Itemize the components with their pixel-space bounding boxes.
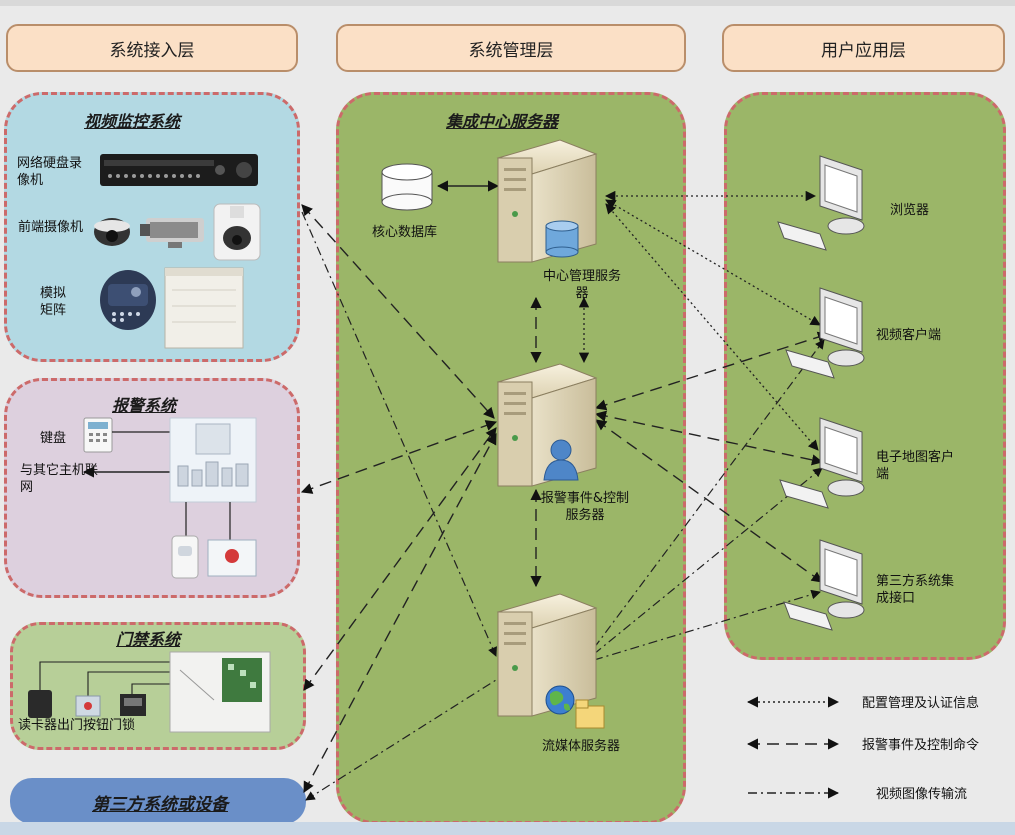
media-server-icon — [496, 593, 598, 717]
panic-button-icon — [207, 539, 257, 577]
door-lock-icon — [120, 694, 146, 716]
media-server-label: 流媒体服务器 — [541, 739, 620, 754]
exit-button-icon — [75, 695, 101, 717]
header-application-layer: 用户应用层 — [722, 24, 1005, 72]
map-client-label: 电子地图客户端 — [876, 450, 955, 482]
matrix-chassis-icon — [164, 267, 244, 349]
ptz-camera-icon — [213, 203, 261, 261]
access-controller-icon — [169, 651, 271, 733]
legend-alarm-label: 报警事件及控制命令 — [862, 738, 980, 753]
matrix-label: 模拟矩阵 — [40, 286, 67, 318]
bottom-band — [0, 822, 1015, 835]
folder-icon — [575, 699, 605, 729]
access-control-title: 门禁系统 — [116, 630, 181, 649]
user-icon — [543, 439, 579, 481]
browser-computer-icon — [777, 155, 865, 251]
central-server-title: 集成中心服务器 — [446, 112, 559, 131]
alarm-system-title: 报警系统 — [112, 396, 177, 415]
video-client-computer-icon — [785, 287, 865, 379]
access-devices-label: 读卡器出门按钮门锁 — [18, 718, 136, 733]
pir-detector-icon — [171, 535, 199, 579]
video-lines — [301, 211, 825, 801]
browser-label: 浏览器 — [890, 203, 930, 218]
legend-config-label: 配置管理及认证信息 — [862, 696, 980, 711]
video-system-title: 视频监控系统 — [84, 112, 181, 131]
box-camera-icon — [140, 218, 204, 248]
map-client-computer-icon — [779, 417, 865, 509]
legend-video-label: 视频图像传输流 — [876, 787, 968, 802]
card-reader-icon — [28, 690, 52, 718]
globe-icon — [545, 685, 575, 715]
database-icon — [381, 163, 433, 211]
third-party-title: 第三方系统或设备 — [92, 795, 228, 815]
alarm-keypad-icon — [83, 417, 113, 453]
access-wires — [39, 661, 170, 698]
nvr-label: 网络硬盘录像机 — [17, 156, 83, 188]
nvr-device-icon — [100, 154, 258, 186]
network-label: 与其它主机联网 — [20, 463, 99, 495]
camera-label: 前端摄像机 — [18, 220, 84, 235]
third-party-interface-label: 第三方系统集成接口 — [876, 574, 955, 606]
third-party-interface-computer-icon — [783, 539, 865, 631]
header-management-layer: 系统管理层 — [336, 24, 686, 72]
header-access-layer: 系统接入层 — [6, 24, 298, 72]
third-party-panel — [10, 778, 306, 824]
dome-camera-icon — [94, 218, 130, 246]
alarm-host-icon — [169, 417, 257, 503]
alarm-server-icon — [496, 363, 598, 487]
legend-lines — [746, 696, 840, 799]
cylinder-icon — [545, 220, 579, 258]
video-client-label: 视频客户端 — [876, 328, 942, 343]
keypad-label: 键盘 — [40, 431, 67, 446]
top-band — [0, 0, 1015, 6]
matrix-keyboard-icon — [100, 270, 156, 330]
alarm-lines — [300, 180, 830, 793]
